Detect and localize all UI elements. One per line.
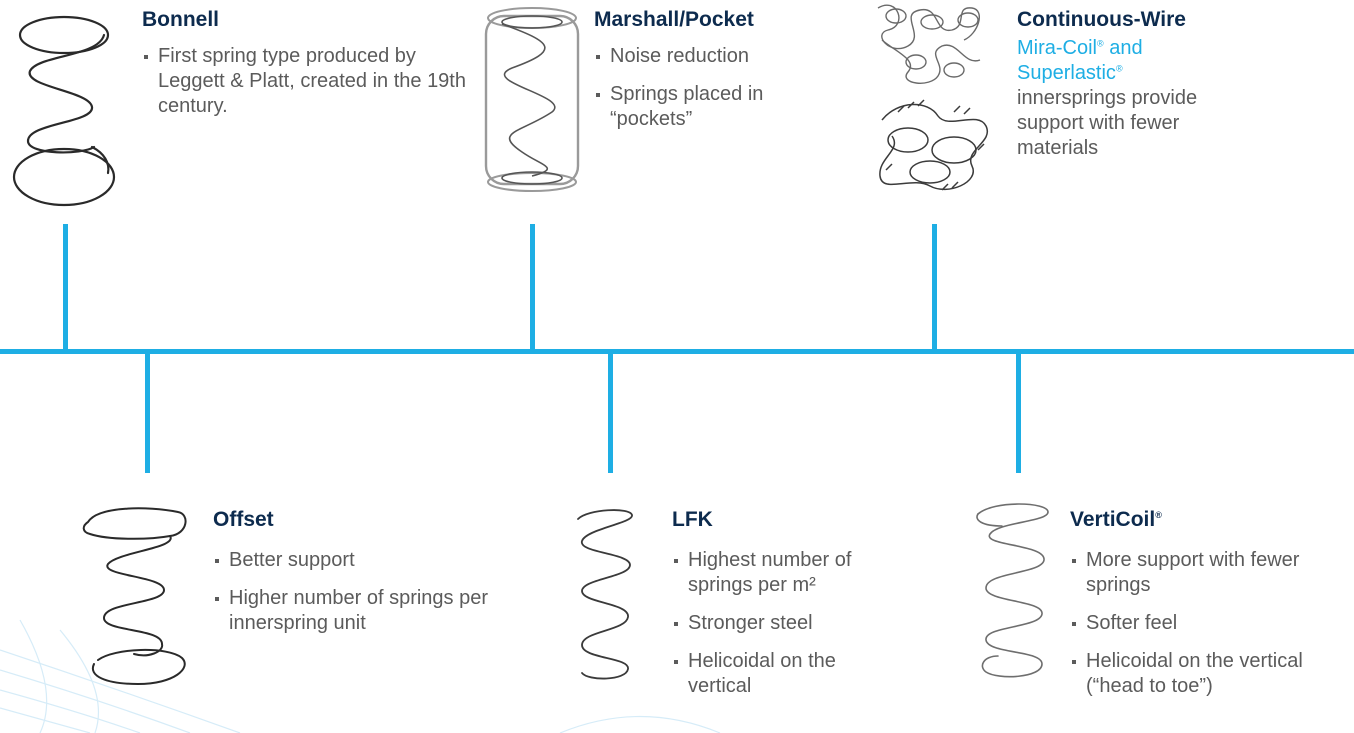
brand-line: Mira-Coil® and <box>1017 36 1257 61</box>
card-title: LFK <box>672 508 713 531</box>
card-title-text: VertiCoil <box>1070 508 1156 531</box>
card-marshall: Marshall/Pocket Noise reduction Springs … <box>594 8 834 145</box>
card-title: VertiCoil® <box>1070 508 1354 532</box>
connector-offset <box>145 351 150 473</box>
brand-name: Mira-Coil <box>1017 37 1097 59</box>
connector-lfk <box>608 351 613 473</box>
offset-spring-icon <box>82 507 187 686</box>
card-title: Offset <box>213 508 274 531</box>
bullet-item: More support with fewer springs <box>1070 548 1316 598</box>
bullet-list: Noise reduction Springs placed in “pocke… <box>594 44 834 132</box>
registered-mark: ® <box>1115 63 1123 74</box>
bullet-item: Helicoidal on the vertical <box>672 649 878 699</box>
bullet-list: Highest number of springs per m² Stronge… <box>672 548 912 699</box>
bullet-item: Helicoidal on the vertical (“head to toe… <box>1070 649 1354 699</box>
connector-bonnell <box>63 224 68 352</box>
continuous-wire-spring-icon <box>877 4 989 191</box>
bullet-list: More support with fewer springs Softer f… <box>1070 548 1354 699</box>
bullet-list: Better support Higher number of springs … <box>213 548 553 636</box>
timeline-axis <box>0 349 1354 354</box>
card-lfk: LFK Highest number of springs per m² Str… <box>672 508 912 712</box>
card-bonnell: Bonnell First spring type produced by Le… <box>142 8 466 132</box>
lfk-spring-icon <box>577 509 633 680</box>
card-continuous: Continuous-Wire Mira-Coil® and Superlast… <box>1017 8 1257 161</box>
card-title: Marshall/Pocket <box>594 8 754 31</box>
pocket-spring-icon <box>484 7 580 192</box>
connector-verticoil <box>1016 351 1021 473</box>
bullet-item: First spring type produced by Leggett & … <box>142 44 470 119</box>
card-title: Bonnell <box>142 8 219 31</box>
bullet-item: Better support <box>213 548 553 573</box>
bullet-item: Springs placed in “pockets” <box>594 82 790 132</box>
connector-continuous <box>932 224 937 352</box>
registered-mark: ® <box>1155 510 1162 520</box>
verticoil-spring-icon <box>976 503 1049 678</box>
connector-marshall <box>530 224 535 352</box>
card-offset: Offset Better support Higher number of s… <box>213 508 553 649</box>
bullet-item: Highest number of springs per m² <box>672 548 898 598</box>
brand-name: Superlastic <box>1017 62 1116 84</box>
bullet-item: Noise reduction <box>594 44 834 69</box>
registered-mark: ® <box>1097 38 1104 49</box>
card-verticoil: VertiCoil® More support with fewer sprin… <box>1070 508 1354 712</box>
card-title: Continuous-Wire <box>1017 8 1186 31</box>
card-description: innersprings provide support with fewer … <box>1017 87 1198 159</box>
bonnell-spring-icon <box>12 15 116 207</box>
brand-line: Superlastic® <box>1017 61 1257 86</box>
bullet-item: Higher number of springs per innerspring… <box>213 586 549 636</box>
bullet-item: Stronger steel <box>672 611 912 636</box>
brand-connector: and <box>1103 37 1143 59</box>
bullet-item: Softer feel <box>1070 611 1354 636</box>
bullet-list: First spring type produced by Leggett & … <box>142 44 466 119</box>
